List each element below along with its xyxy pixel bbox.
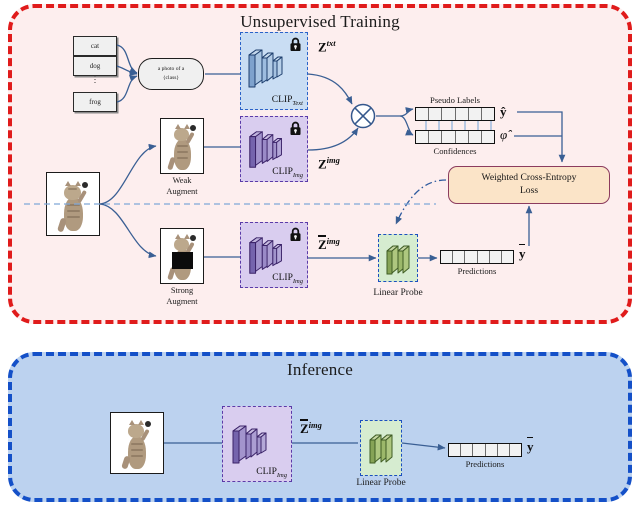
class-label-box-frog: frog (73, 92, 117, 112)
predictions-title-training: Predictions (457, 266, 497, 276)
class-label-text: frog (89, 98, 101, 106)
image-encoder-layers-icon (232, 425, 267, 464)
token-cell (429, 131, 443, 143)
z-img-inference-label: Zimg (300, 419, 322, 437)
pseudo-labels-title: Pseudo Labels (430, 95, 480, 105)
predictions-bar-inference (448, 443, 522, 457)
image-encoder-layers-icon (249, 131, 282, 168)
token-cell (441, 251, 454, 263)
linear-probe-layers-icon (386, 245, 410, 275)
y-bar-label-training: y (519, 244, 526, 261)
token-cell (468, 131, 482, 143)
linear-probe-block-inference (360, 420, 402, 476)
prompt-line-2: {class} (162, 75, 180, 81)
token-cell (509, 444, 522, 456)
lock-icon (290, 227, 301, 241)
clip-image-encoder-inference-block: CLIPImg (222, 406, 292, 482)
class-list-ellipsis: ⋮ (90, 74, 100, 84)
token-cell (465, 251, 478, 263)
loss-line-2: Loss (519, 185, 539, 196)
token-cell (442, 131, 456, 143)
token-cell (477, 251, 490, 263)
token-cell (455, 131, 469, 143)
token-cell (461, 444, 474, 456)
token-cell (449, 444, 462, 456)
token-cell (442, 108, 456, 120)
circled-times-icon (350, 103, 376, 129)
linear-probe-block-training (378, 234, 418, 282)
z-img-weak-label: Zimg (318, 155, 340, 172)
token-cell (489, 251, 502, 263)
weak-augment-caption: Weak Augment (166, 176, 198, 196)
token-cell (485, 444, 498, 456)
clip-image-encoder-strong-block: CLIPImg (240, 222, 308, 288)
strong-augmented-image (160, 228, 204, 284)
predictions-title-inference: Predictions (465, 459, 505, 469)
linear-probe-layers-icon (369, 434, 393, 464)
class-label-text: cat (90, 42, 100, 50)
prompt-template-box: a photo of a {class} (138, 58, 204, 90)
clip-text-label: CLIPText (271, 95, 303, 107)
source-image (46, 172, 100, 236)
weighted-cross-entropy-loss-box: Weighted Cross-Entropy Loss (448, 166, 610, 204)
confidences-title: Confidences (433, 146, 477, 156)
class-label-box-dog: dog (73, 56, 117, 76)
pseudo-labels-bar (415, 107, 495, 121)
z-img-strong-label: Zimg (318, 235, 340, 253)
inference-panel-title: Inference (287, 360, 353, 379)
token-cell (416, 108, 430, 120)
lock-icon (290, 37, 301, 51)
strong-augment-caption: Strong Augment (166, 286, 198, 306)
clip-img-label-strong: CLIPImg (272, 273, 303, 285)
token-cell (497, 444, 510, 456)
token-cell (481, 131, 495, 143)
token-cell (473, 444, 486, 456)
token-cell (429, 108, 443, 120)
y-hat-label: ŷ (500, 104, 507, 119)
z-txt-label: Ztxt (318, 38, 336, 55)
image-encoder-layers-icon (249, 237, 282, 274)
token-cell (501, 251, 514, 263)
clip-img-label-weak: CLIPImg (272, 167, 303, 179)
loss-line-1: Weighted Cross-Entropy (481, 172, 577, 184)
class-label-box-cat: cat (73, 36, 117, 56)
y-bar-label-inference: y (527, 437, 534, 454)
training-panel-title: Unsupervised Training (240, 12, 400, 31)
lock-icon (290, 121, 301, 135)
clip-image-encoder-weak-block: CLIPImg (240, 116, 308, 182)
predictions-bar-training (440, 250, 514, 264)
inference-input-image (110, 412, 164, 474)
confidences-bar (415, 130, 495, 144)
class-label-text: dog (89, 62, 101, 70)
clip-img-label-inference: CLIPImg (256, 467, 287, 479)
prompt-line-1: a photo of a (157, 65, 185, 72)
token-cell (453, 251, 466, 263)
linear-probe-label-inference: Linear Probe (356, 478, 406, 488)
linear-probe-label-training: Linear Probe (373, 288, 423, 298)
token-cell (416, 131, 430, 143)
text-encoder-layers-icon (248, 49, 283, 88)
phi-hat-label: φ̂ (500, 127, 508, 142)
clip-text-encoder-block: CLIPText (240, 32, 308, 110)
occlusion-patch (172, 252, 193, 269)
token-cell (481, 108, 495, 120)
token-cell (455, 108, 469, 120)
weak-augmented-image (160, 118, 204, 174)
token-cell (468, 108, 482, 120)
